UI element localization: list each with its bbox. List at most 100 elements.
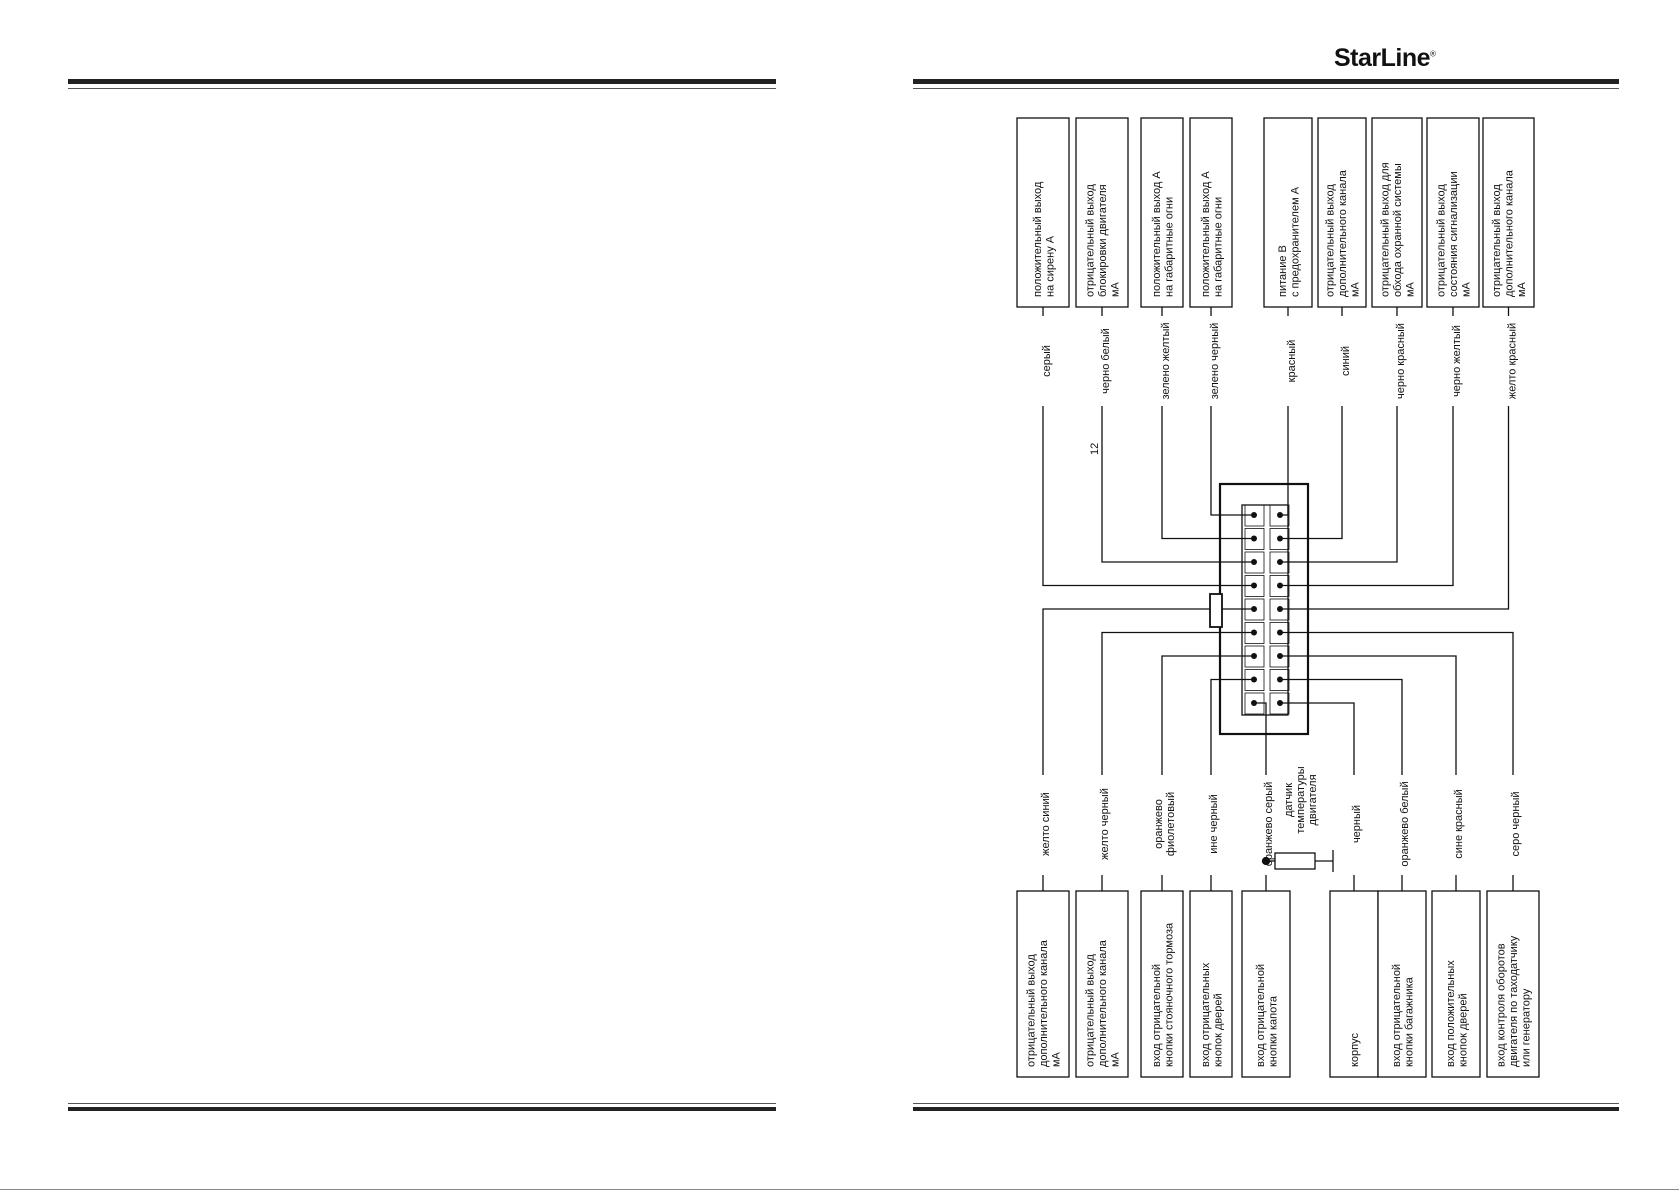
wire-label-line: сине красный — [1453, 789, 1465, 859]
top-box-9-text: отрицательный выходдополнительного канал… — [1491, 169, 1528, 297]
box-line: мА — [1051, 1051, 1063, 1067]
pin-dot — [1277, 700, 1283, 706]
pin-cell — [1269, 645, 1290, 668]
pin-dot — [1251, 606, 1257, 612]
box-line: отрицательный выход — [1026, 954, 1038, 1067]
wire-top-label-gap — [1446, 316, 1460, 406]
wire-bottom-label-gap — [1505, 775, 1521, 875]
wire-top-label-gap — [1501, 316, 1516, 406]
pin-cell — [1269, 528, 1290, 550]
box-line: дополнительного канала — [1337, 169, 1349, 297]
wire-bottom-1 — [1042, 608, 1254, 891]
wire-label-top-3: зелено желтый — [1160, 322, 1172, 399]
left-page-top-rule — [68, 79, 776, 84]
wire-label-bottom-9: сине красный — [1453, 789, 1465, 859]
pin-dot — [1277, 512, 1283, 518]
bottom-box-7: корпус — [1329, 890, 1379, 1078]
box-line: положительный выход A — [1200, 171, 1212, 297]
box-line: дополнительного канала — [1504, 169, 1516, 297]
box-line: вход отрицательной — [1151, 964, 1163, 1067]
wire-label-bottom-4: ине черный — [1208, 794, 1220, 854]
wire-label-line: двигателя — [1307, 774, 1319, 825]
wire-bottom-label-gap — [1154, 775, 1170, 875]
pin-cell — [1244, 551, 1265, 574]
top-box-1-frame — [1016, 117, 1070, 308]
box-line: на габаритные огни — [1212, 197, 1224, 297]
pin-cell — [1269, 504, 1290, 527]
bottom-box-2-text: отрицательный выходдополнительного канал… — [1085, 939, 1122, 1067]
bottom-box-8-frame — [1377, 890, 1427, 1078]
wire-bottom-label-gap — [1035, 775, 1051, 875]
pin-cell — [1244, 669, 1265, 691]
wire-label-line: черный — [1351, 805, 1363, 843]
wire-label-top-6: синий — [1340, 346, 1352, 376]
wire-label-line: оранжево белый — [1399, 781, 1411, 866]
right-page-bottom-rule — [913, 1107, 1619, 1111]
wire-label-line: фиолетовый — [1165, 792, 1177, 856]
box-line: положительный выход A — [1151, 171, 1163, 297]
pin-dot — [1251, 559, 1257, 565]
box-line: отрицательный выход — [1085, 184, 1097, 297]
wire-label-bottom-7: черный — [1351, 805, 1363, 843]
pin-cell — [1244, 692, 1265, 715]
pin-dot — [1277, 582, 1283, 589]
pin-cell — [1269, 669, 1290, 691]
box-line: блокировки двигателя — [1097, 184, 1109, 297]
wire-label-line: ине черный — [1208, 794, 1220, 854]
wire-label-top-2: черно белый — [1100, 328, 1112, 394]
bottom-box-5: вход отрицательнойкнопки капота — [1241, 890, 1291, 1078]
pin-dot — [1277, 606, 1283, 612]
pin-cell — [1244, 528, 1265, 550]
box-line: кнопки багажника — [1403, 976, 1415, 1067]
wire-label-line: серо черный — [1510, 791, 1522, 856]
wire-label-bottom-2: желто черный — [1099, 788, 1111, 860]
wire-top-9 — [1280, 307, 1510, 610]
pin-cell — [1244, 645, 1265, 668]
right-page-top-rule — [913, 79, 1619, 84]
wire-label-top-1: серый — [1041, 345, 1053, 377]
bottom-box-8-text: вход отрицательнойкнопки багажника — [1391, 964, 1416, 1067]
bottom-box-9: вход положительныхкнопок дверей — [1431, 890, 1481, 1078]
bottom-box-1-frame — [1016, 890, 1070, 1078]
pin-dot — [1251, 512, 1257, 518]
wire-top-label-gap — [1095, 316, 1109, 406]
wire-top-label-gap — [1036, 316, 1050, 406]
box-line: питание B — [1277, 245, 1289, 297]
temperature-sensor-label: датчиктемпературыдвигателя — [1283, 766, 1319, 833]
top-box-4-text: положительный выход Aна габаритные огни — [1200, 171, 1225, 297]
wire-label-top-5: красный — [1286, 340, 1298, 383]
top-box-5-text: питание Bс предохранителем A — [1277, 186, 1302, 297]
wire-label-line: температуры — [1295, 766, 1307, 833]
bottom-box-3: вход отрицательнойкнопки стояночного тор… — [1140, 890, 1184, 1078]
box-line: на габаритные огни — [1163, 197, 1175, 297]
bottom-box-1: отрицательный выходдополнительного канал… — [1016, 890, 1070, 1078]
pin-cell — [1269, 598, 1290, 621]
pin-dot — [1251, 535, 1257, 542]
wire-label-bottom-3: оранжевофиолетовый — [1153, 792, 1177, 856]
bottom-box-8: вход отрицательнойкнопки багажника — [1377, 890, 1427, 1078]
bottom-box-3-text: вход отрицательнойкнопки стояночного тор… — [1151, 922, 1176, 1067]
connector-18-pin — [1209, 482, 1310, 736]
box-line: мА — [1110, 1051, 1122, 1067]
box-line: двигателя по таходатчику — [1508, 935, 1520, 1067]
wire-label-bottom-8: оранжево белый — [1399, 781, 1411, 866]
wire-top-label-gap — [1390, 316, 1404, 406]
wire-label-line: серый — [1041, 345, 1053, 377]
wire-bottom-2 — [1101, 631, 1254, 891]
pin-cell — [1244, 622, 1265, 644]
wire-bottom-label-gap — [1203, 775, 1219, 875]
wire-label-line: черно белый — [1100, 328, 1112, 394]
bottom-box-4-frame — [1189, 890, 1233, 1078]
wire-bottom-label-gap — [1346, 775, 1362, 875]
top-box-3-frame — [1140, 117, 1184, 308]
bottom-box-3-frame — [1140, 890, 1184, 1078]
bottom-box-4: вход отрицательныхкнопок дверей — [1189, 890, 1233, 1078]
bottom-box-10-frame — [1486, 890, 1540, 1078]
pin-dot — [1251, 676, 1257, 683]
box-line: отрицательный выход — [1085, 954, 1097, 1067]
wire-bottom-label-gap — [1394, 775, 1410, 875]
bottom-box-9-text: вход положительныхкнопок дверей — [1445, 960, 1470, 1067]
wire-bottom-label-gap — [1448, 775, 1464, 875]
wire-label-line: оранжево — [1153, 799, 1165, 849]
